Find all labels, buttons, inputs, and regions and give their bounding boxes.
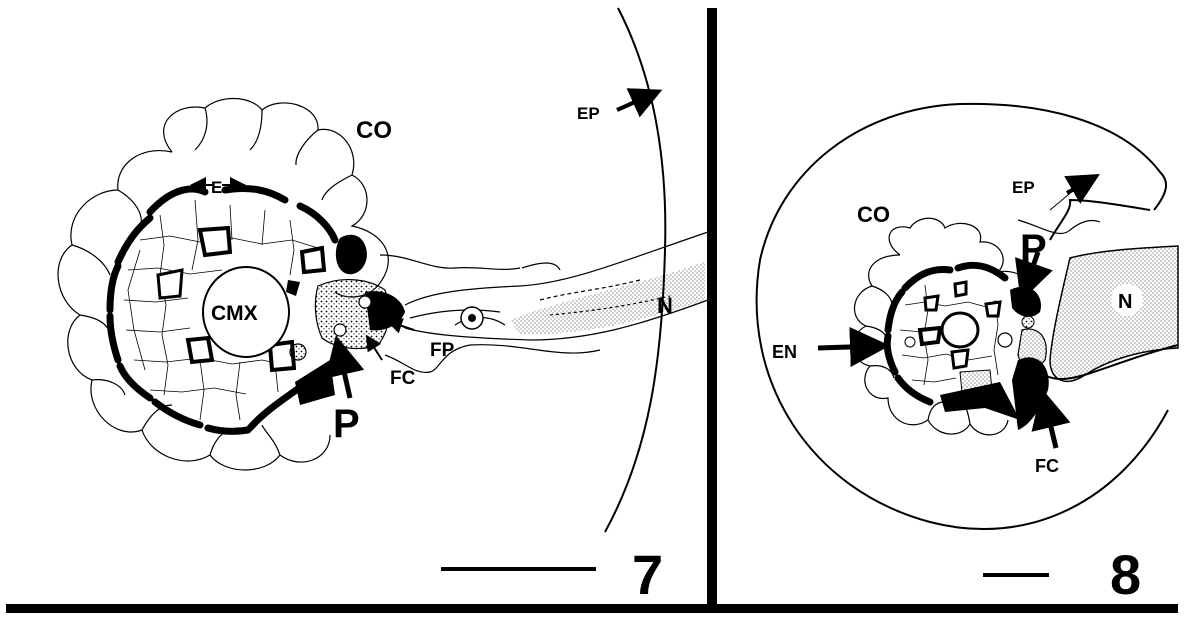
scale-bar-7	[441, 567, 596, 571]
label-p-8: P	[1020, 227, 1047, 271]
label-fc-8: FC	[1035, 456, 1059, 476]
label-n-7: N	[657, 293, 673, 318]
panel-8: CO EP P N EN FC 8	[757, 104, 1178, 606]
figure-number-7: 7	[632, 543, 663, 606]
label-co-7: CO	[356, 117, 392, 144]
label-fp: FP	[430, 340, 455, 361]
label-co-8: CO	[857, 202, 890, 227]
label-ep-7: EP	[577, 104, 600, 123]
panel-divider	[707, 8, 717, 610]
label-e: E	[211, 178, 222, 197]
scale-bar-8	[983, 573, 1049, 577]
label-cmx: CMX	[211, 302, 258, 325]
nematode-head	[380, 8, 708, 532]
label-ep-8: EP	[1012, 178, 1035, 197]
label-p-7: P	[333, 402, 360, 446]
figure-number-8: 8	[1110, 543, 1141, 606]
panel-7: CO E CMX EP N FP FC P 7	[58, 8, 708, 606]
label-en: EN	[772, 342, 797, 362]
bottom-border	[6, 604, 1178, 613]
nematode-body-8	[1040, 200, 1178, 381]
label-fc-7: FC	[390, 368, 416, 389]
label-n-8: N	[1118, 291, 1132, 313]
